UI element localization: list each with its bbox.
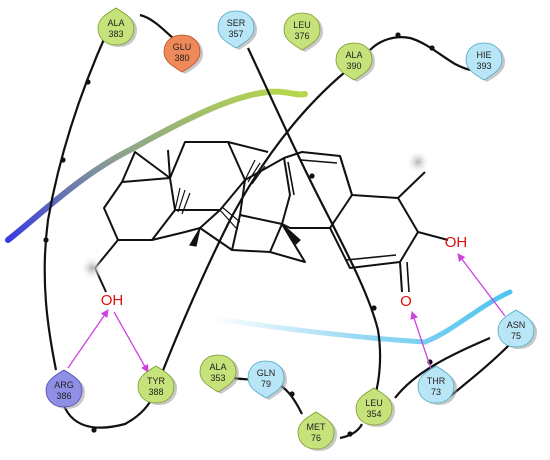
hb-thr73-o [410, 311, 433, 373]
residue-glyph [247, 360, 285, 399]
residue-name: ASN [507, 320, 526, 330]
backbone-segment-thr73-asn75 [447, 341, 513, 399]
pocket-strand-right [207, 289, 513, 345]
solvent-exposure-halo [406, 150, 430, 174]
backbone-segment-ala383-glu380 [139, 13, 176, 41]
residue-number: 388 [148, 387, 163, 397]
residue-name: ARG [54, 380, 74, 390]
residue-glyph [45, 369, 83, 408]
hydrogen-bonds [67, 253, 506, 373]
residue-number: 353 [210, 373, 225, 383]
backbone-node [309, 173, 315, 179]
residue-glyph [335, 42, 373, 81]
residue-glyph [163, 34, 201, 73]
residue-name: HIE [476, 50, 491, 60]
residue-glyph [465, 42, 503, 81]
residue-name: ALA [209, 362, 226, 372]
backbone-node [371, 305, 377, 311]
backbone-node [395, 32, 401, 38]
hb-oh-tyr388 [113, 311, 149, 373]
residue-number: 393 [476, 61, 491, 71]
residue-layer: ALA383GLU380SER357LEU376ALA390HIE393ASN7… [45, 7, 537, 451]
residue-name: SER [227, 18, 246, 28]
stereo-marks [174, 159, 301, 247]
solvent-exposure-halo [80, 256, 104, 280]
residue-name: GLN [257, 368, 276, 378]
residue-glyph [297, 411, 335, 450]
backbone-node [60, 157, 66, 163]
residue-number: 79 [261, 379, 271, 389]
residue-number: 390 [346, 61, 361, 71]
backbone-segment-ser357-leu354 [247, 47, 382, 401]
backbone-node [43, 237, 49, 243]
backbone-node [429, 45, 435, 51]
residue-glyph [137, 365, 175, 404]
residue-number: 354 [366, 409, 381, 419]
hb-arg386-oh [67, 309, 109, 369]
residue-number: 383 [108, 29, 123, 39]
backbone-nodes [43, 32, 435, 437]
residue-number: 73 [431, 387, 441, 397]
residue-name: LEU [365, 398, 383, 408]
backbone-segment-leu354-asn75 [394, 336, 491, 399]
residue-number: 357 [228, 29, 243, 39]
residue-glyph [497, 309, 535, 348]
hydroxyl-right-label: OH [445, 234, 468, 251]
residue-number: 76 [311, 433, 321, 443]
hydroxyl-left-label: OH [101, 292, 124, 309]
residue-name: TYR [147, 376, 166, 386]
backbone-segment-met76-leu354 [339, 423, 363, 440]
backbone-node [91, 427, 97, 433]
residue-number: 386 [56, 391, 71, 401]
residue-name: MET [307, 422, 327, 432]
backbone-segment-arg386-tyr388 [60, 391, 157, 429]
residue-name: ALA [107, 18, 124, 28]
backbone-node [85, 79, 91, 85]
residue-number: 75 [511, 331, 521, 341]
backbone-segment-tyr388-ala390 [158, 71, 346, 379]
residue-number: 380 [174, 53, 189, 63]
backbone-segment-ala390-hie393 [369, 36, 473, 72]
residue-glyph [355, 387, 393, 426]
residue-name: LEU [293, 20, 311, 30]
residue-number: 376 [294, 31, 309, 41]
residue-glyph [97, 7, 135, 46]
residue-name: ALA [345, 50, 362, 60]
backbone-node [289, 391, 295, 397]
hb-asn75-oh [457, 253, 506, 317]
residue-glyph [417, 365, 455, 404]
backbone-node [347, 431, 353, 437]
residue-glyph [199, 354, 237, 393]
carbonyl-oxygen-label: O [400, 293, 412, 310]
residue-name: THR [427, 376, 446, 386]
ligand-structure [94, 141, 449, 293]
residue-glyph [217, 10, 255, 49]
residue-name: GLU [173, 42, 192, 52]
residue-glyph [283, 12, 321, 51]
pocket-strand-left [5, 88, 308, 243]
backbone-segment-ala383-arg386 [43, 29, 110, 371]
